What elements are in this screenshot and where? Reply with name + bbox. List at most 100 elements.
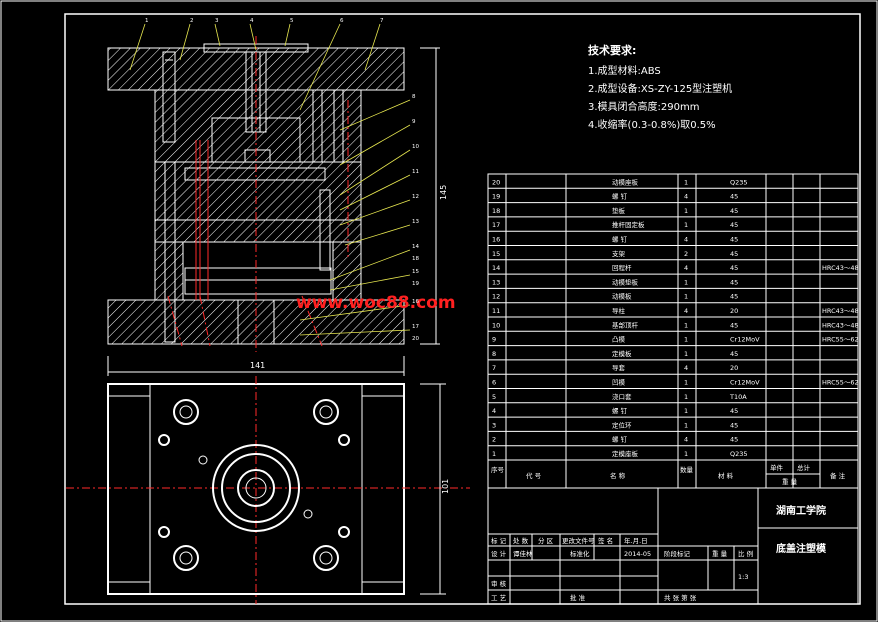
- bom-cell-mat: Q235: [730, 450, 748, 458]
- bom-cell-mat: 20: [730, 364, 738, 372]
- designer-label: 设 计: [491, 549, 507, 558]
- dim-width: 141: [250, 361, 265, 370]
- leader-number: 14: [412, 244, 419, 250]
- leader-number: 6: [340, 18, 344, 24]
- bom-cell-qty: 1: [684, 350, 688, 358]
- scale-value: 1:3: [738, 573, 748, 581]
- bom-cell-qty: 4: [684, 193, 688, 201]
- plan-view: [66, 376, 470, 604]
- bom-cell-qty: 4: [684, 307, 688, 315]
- bom-cell-no: 5: [492, 393, 496, 401]
- bom-header: 序号 代 号 名 称 数量 材 料 单件 总计 重 量 备 注: [491, 463, 846, 486]
- bom-cell-qty: 1: [684, 293, 688, 301]
- bom-cell-qty: 1: [684, 321, 688, 329]
- leader-number: 4: [250, 18, 254, 24]
- leader-number: 16: [412, 299, 419, 305]
- bom-cell-qty: 1: [684, 178, 688, 186]
- leader-number: 15: [412, 269, 419, 275]
- bom-cell-no: 3: [492, 421, 496, 429]
- bom-cell-no: 17: [492, 221, 500, 229]
- leader-number: 17: [412, 324, 419, 330]
- requirements-title: 技术要求:: [588, 43, 636, 57]
- rev-label-zone: 分 区: [538, 536, 554, 545]
- bom-cell-mat: 45: [730, 350, 738, 358]
- sheets-label: 共 张 第 张: [664, 593, 697, 602]
- bom-cell-mat: T10A: [729, 393, 747, 401]
- bom-cell-mat: 45: [730, 236, 738, 244]
- bom-cell-mat: 45: [730, 193, 738, 201]
- leader-number: 9: [412, 119, 416, 125]
- bom-header-name: 名 称: [610, 471, 626, 480]
- bom-cell-name: 导套: [612, 363, 626, 372]
- bom-cell-mat: Q235: [730, 178, 748, 186]
- bom-cell-mat: Cr12MoV: [730, 379, 760, 387]
- bom-cell-qty: 1: [684, 207, 688, 215]
- bom-cell-note: HRC55～62: [822, 336, 859, 344]
- bom-cell-name: 导柱: [612, 306, 626, 315]
- bom-cell-qty: 4: [684, 264, 688, 272]
- bom-cell-name: 螺 钉: [612, 192, 628, 201]
- design-date: 2014-05: [624, 550, 651, 558]
- bom-cell-name: 浇口套: [612, 392, 632, 401]
- bom-cell-name: 定模板: [612, 349, 632, 358]
- bom-header-unit: 单件: [770, 463, 784, 472]
- bom-cell-no: 13: [492, 278, 500, 286]
- bom-header-total: 总计: [797, 463, 811, 472]
- requirement-2: 2.成型设备:XS-ZY-125型注塑机: [588, 82, 732, 95]
- bom-cell-qty: 1: [684, 421, 688, 429]
- bom-cell-no: 10: [492, 321, 500, 329]
- bom-cell-qty: 1: [684, 278, 688, 286]
- dim-height: 145: [439, 185, 448, 200]
- leader-number: 11: [412, 169, 419, 175]
- rev-label-doc: 更改文件号: [562, 536, 595, 545]
- requirement-4: 4.收缩率(0.3-0.8%)取0.5%: [588, 118, 716, 131]
- rev-label-mark: 标 记: [491, 536, 507, 545]
- bom-cell-name: 支架: [612, 249, 626, 258]
- bom-cell-qty: 1: [684, 450, 688, 458]
- leader-number: 8: [412, 94, 416, 100]
- bom-cell-mat: 20: [730, 307, 738, 315]
- bom-cell-no: 1: [492, 450, 496, 458]
- bom-cell-no: 6: [492, 379, 496, 387]
- rev-label-count: 处 数: [513, 536, 529, 545]
- bom-cell-name: 螺 钉: [612, 235, 628, 244]
- review-label: 审 核: [491, 579, 507, 588]
- bom-cell-no: 9: [492, 336, 496, 344]
- bom-cell-name: 动模座板: [612, 177, 639, 186]
- bom-header-mat: 材 料: [718, 471, 734, 480]
- bom-cell-mat: 45: [730, 321, 738, 329]
- bom-cell-mat: 45: [730, 278, 738, 286]
- bom-cell-qty: 1: [684, 393, 688, 401]
- bom-cell-name: 定模座板: [612, 449, 639, 458]
- bom-cell-no: 4: [492, 407, 496, 415]
- bom-cell-name: 螺 钉: [612, 406, 628, 415]
- scale-label: 比 例: [738, 549, 753, 558]
- bom-cell-mat: 45: [730, 421, 738, 429]
- bom-cell-qty: 1: [684, 336, 688, 344]
- std-label: 标准化: [570, 549, 590, 558]
- bom-cell-mat: 45: [730, 407, 738, 415]
- stage-label: 阶段标记: [664, 549, 691, 558]
- bom-cell-no: 15: [492, 250, 500, 258]
- bom-header-qty: 数量: [680, 465, 694, 474]
- bom-cell-no: 20: [492, 178, 500, 186]
- bom-cell-mat: 45: [730, 436, 738, 444]
- title-block-grid: [487, 487, 859, 605]
- bom-cell-qty: 1: [684, 221, 688, 229]
- bom-cell-no: 7: [492, 364, 496, 372]
- leader-number: 2: [190, 18, 194, 24]
- bom-cell-no: 16: [492, 236, 500, 244]
- bom-cell-mat: 45: [730, 293, 738, 301]
- bom-cell-no: 12: [492, 293, 500, 301]
- bom-cell-name: 回程杆: [612, 263, 632, 272]
- bom-cell-no: 14: [492, 264, 500, 272]
- bom-cell-name: 动模垫板: [612, 277, 639, 286]
- bom-cell-mat: 45: [730, 207, 738, 215]
- bom-cell-name: 凸模: [612, 335, 626, 344]
- bom-cell-no: 11: [492, 307, 500, 315]
- leader-number: 12: [412, 194, 419, 200]
- bom-cell-name: 定位环: [612, 420, 632, 429]
- leader-number: 3: [215, 18, 219, 24]
